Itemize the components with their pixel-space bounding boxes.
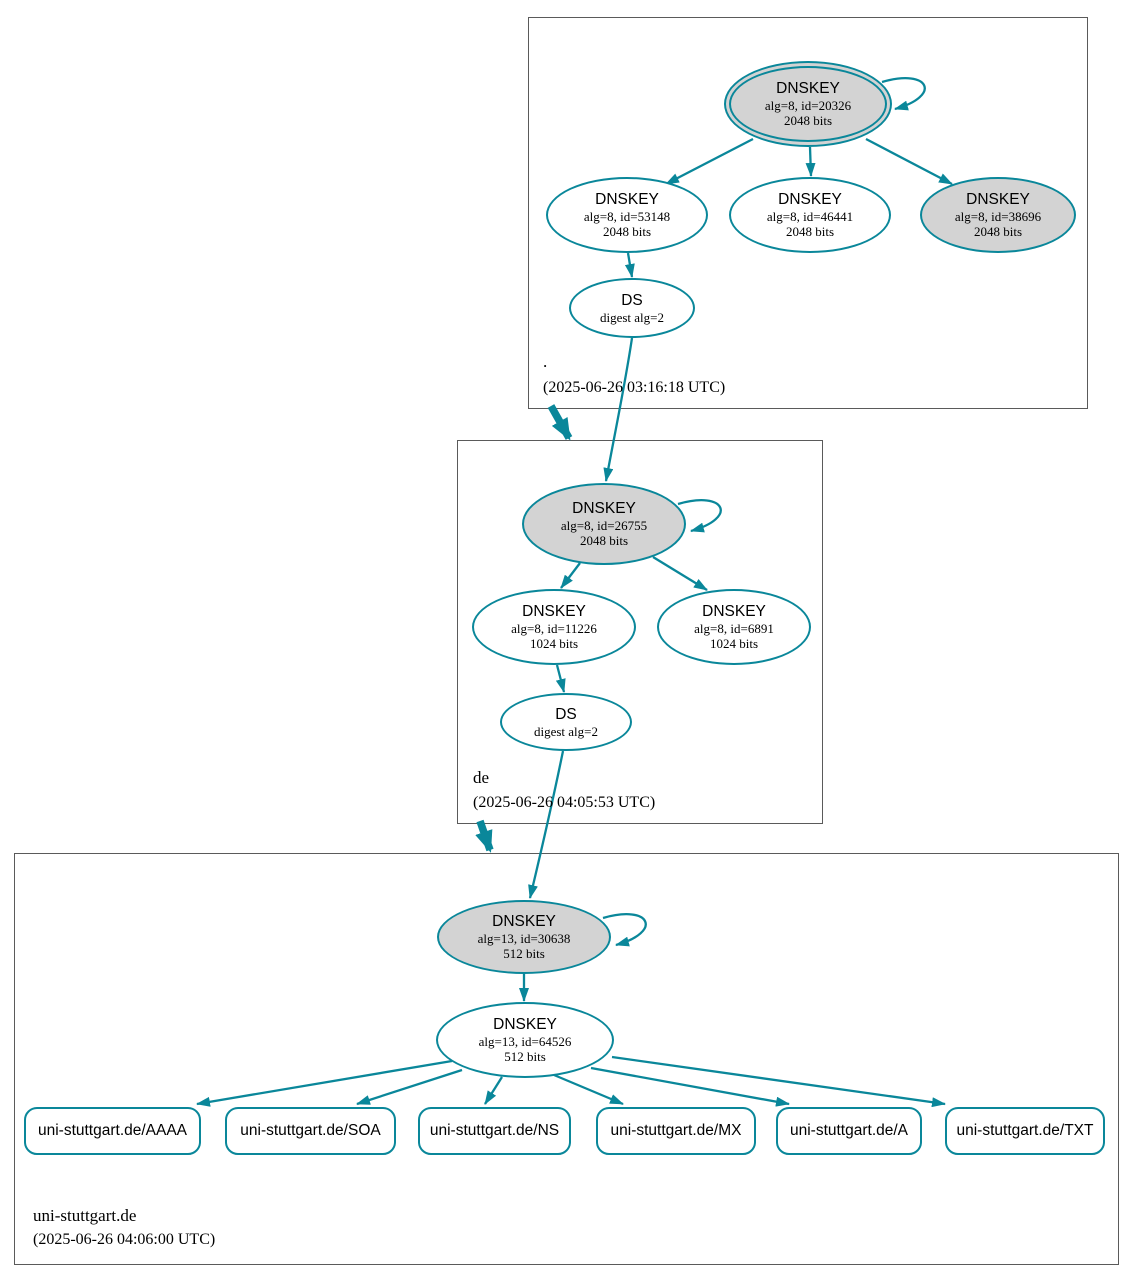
rrset-node-txt[interactable]: uni-stuttgart.de/TXT — [945, 1107, 1105, 1155]
dnskey-node-de-ksk-26755[interactable]: DNSKEY alg=8, id=26755 2048 bits — [522, 483, 686, 565]
node-alg-id-label: alg=8, id=6891 — [694, 621, 774, 636]
rrset-node-a[interactable]: uni-stuttgart.de/A — [776, 1107, 922, 1155]
node-type-label: DNSKEY — [595, 191, 659, 208]
rrset-label: uni-stuttgart.de/AAAA — [37, 1122, 188, 1139]
node-type-label: DNSKEY — [776, 80, 840, 97]
node-alg-id-label: alg=8, id=20326 — [764, 98, 852, 113]
dnskey-node-de-zsk-6891[interactable]: DNSKEY alg=8, id=6891 1024 bits — [657, 589, 811, 665]
node-bits-label: 512 bits — [503, 946, 545, 961]
node-alg-id-label: alg=13, id=64526 — [478, 1034, 572, 1049]
node-bits-label: 1024 bits — [709, 636, 759, 651]
node-bits-label: 2048 bits — [579, 533, 629, 548]
zone-box-root — [528, 17, 1088, 409]
node-bits-label: 2048 bits — [783, 113, 833, 128]
node-digest-label: digest alg=2 — [599, 309, 665, 325]
dnskey-node-root-zsk-46441[interactable]: DNSKEY alg=8, id=46441 2048 bits — [729, 177, 891, 253]
node-type-label: DNSKEY — [522, 603, 586, 620]
node-type-label: DS — [621, 291, 643, 309]
rrset-label: uni-stuttgart.de/MX — [610, 1122, 742, 1139]
node-alg-id-label: alg=13, id=30638 — [477, 931, 571, 946]
node-type-label: DNSKEY — [966, 191, 1030, 208]
zone-label-de: de — [473, 768, 490, 787]
edge-delegation-root-to-de — [547, 404, 573, 441]
rrset-label: uni-stuttgart.de/SOA — [240, 1122, 381, 1139]
dnskey-node-uni-ksk-30638[interactable]: DNSKEY alg=13, id=30638 512 bits — [437, 900, 611, 974]
zone-label-root: . — [543, 352, 548, 371]
node-bits-label: 2048 bits — [973, 224, 1023, 239]
node-type-label: DNSKEY — [572, 500, 636, 517]
node-type-label: DNSKEY — [778, 191, 842, 208]
zone-box-uni-stuttgart-de — [14, 853, 1119, 1265]
node-alg-id-label: alg=8, id=11226 — [511, 621, 597, 636]
rrset-node-ns[interactable]: uni-stuttgart.de/NS — [418, 1107, 571, 1155]
node-alg-id-label: alg=8, id=38696 — [954, 209, 1042, 224]
dnskey-node-root-key-38696[interactable]: DNSKEY alg=8, id=38696 2048 bits — [920, 177, 1076, 253]
dnskey-node-root-zsk-53148[interactable]: DNSKEY alg=8, id=53148 2048 bits — [546, 177, 708, 253]
node-bits-label: 512 bits — [504, 1049, 546, 1064]
dnskey-node-root-ksk-20326[interactable]: DNSKEY alg=8, id=20326 2048 bits — [724, 61, 892, 147]
zone-label-uni-stuttgart-de: uni-stuttgart.de — [33, 1206, 137, 1225]
node-alg-id-label: alg=8, id=46441 — [766, 209, 854, 224]
rrset-label: uni-stuttgart.de/TXT — [956, 1122, 1094, 1139]
node-bits-label: 1024 bits — [529, 636, 579, 651]
zone-timestamp-uni-stuttgart-de: (2025-06-26 04:06:00 UTC) — [33, 1231, 216, 1248]
rrset-label: uni-stuttgart.de/A — [789, 1122, 909, 1139]
node-type-label: DNSKEY — [492, 913, 556, 930]
rrset-node-soa[interactable]: uni-stuttgart.de/SOA — [225, 1107, 396, 1155]
edge-delegation-de-to-uni — [475, 819, 494, 853]
zone-timestamp-de: (2025-06-26 04:05:53 UTC) — [473, 794, 656, 811]
node-digest-label: digest alg=2 — [533, 723, 599, 739]
ds-node-root[interactable]: DS digest alg=2 — [569, 278, 695, 338]
node-type-label: DNSKEY — [493, 1016, 557, 1033]
node-bits-label: 2048 bits — [785, 224, 835, 239]
node-type-label: DNSKEY — [702, 603, 766, 620]
rrset-node-mx[interactable]: uni-stuttgart.de/MX — [596, 1107, 756, 1155]
ds-node-de[interactable]: DS digest alg=2 — [500, 693, 632, 751]
node-alg-id-label: alg=8, id=26755 — [560, 518, 648, 533]
zone-box-de — [457, 440, 823, 824]
rrset-label: uni-stuttgart.de/NS — [429, 1122, 560, 1139]
node-alg-id-label: alg=8, id=53148 — [583, 209, 671, 224]
node-type-label: DS — [555, 705, 577, 723]
dnskey-node-uni-zsk-64526[interactable]: DNSKEY alg=13, id=64526 512 bits — [436, 1002, 614, 1078]
dnskey-node-de-zsk-11226[interactable]: DNSKEY alg=8, id=11226 1024 bits — [472, 589, 636, 665]
node-bits-label: 2048 bits — [602, 224, 652, 239]
rrset-node-aaaa[interactable]: uni-stuttgart.de/AAAA — [24, 1107, 201, 1155]
zone-timestamp-root: (2025-06-26 03:16:18 UTC) — [543, 379, 726, 396]
